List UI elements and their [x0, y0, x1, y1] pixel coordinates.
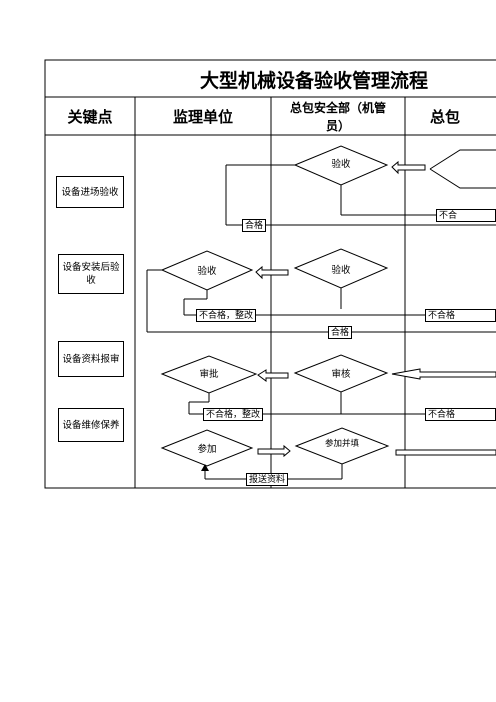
decision-diamond-sup-accept	[160, 250, 254, 291]
decision-diamond-sup-participate	[160, 429, 254, 467]
key-point-docs-box: 设备资料报审	[58, 341, 124, 377]
label-fail-right-2: 不合格	[425, 309, 496, 322]
hollow-arrow-right-to-gc-1	[391, 160, 426, 175]
gc-review-text: 审核	[331, 369, 351, 380]
label-fail-fix-2: 不合格，整改	[203, 408, 264, 421]
column-header-gc-other: 总包	[430, 108, 461, 126]
gc-accept-top-text: 验收	[331, 159, 351, 170]
label-submit-docs: 报送资料	[246, 473, 289, 486]
decision-diamond-sup-approve	[160, 355, 258, 394]
decision-diamond-gc-participate	[294, 427, 390, 465]
key-point-maintain-box: 设备维修保养	[58, 408, 124, 442]
table-frame	[44, 59, 496, 489]
hollow-arrow-sup-to-gc	[257, 444, 291, 458]
label-pass-1: 合格	[242, 219, 267, 232]
sup-participate-text: 参加	[197, 444, 217, 455]
hollow-arrow-right-to-gc-2	[391, 368, 496, 380]
label-fail-right-3: 不合格	[425, 408, 496, 421]
label-fail-top-right: 不合	[436, 209, 496, 222]
page-title: 大型机械设备验收管理流程	[200, 70, 429, 92]
gc-accept-mid-text: 验收	[331, 265, 351, 276]
column-header-gc-safety-line2: 员）	[325, 119, 350, 133]
arrowhead-up-icon	[201, 464, 209, 471]
gc-participate-fill-text: 参加并填	[324, 439, 359, 449]
decision-diamond-gc-accept-mid	[293, 248, 389, 289]
decision-diamond-gc-review	[293, 354, 389, 393]
sup-accept-text: 验收	[197, 266, 217, 277]
column-header-key-points: 关键点	[67, 108, 113, 126]
column-header-gc-safety-line1: 总包安全部（机管	[289, 101, 386, 115]
decision-diamond-gc-accept-top	[293, 145, 389, 186]
column-header-supervisor: 监理单位	[172, 108, 233, 126]
key-point-install-box: 设备安装后验收	[58, 254, 124, 294]
label-pass-2: 合格	[328, 326, 353, 339]
hollow-arrow-right-3	[395, 449, 496, 456]
label-fail-fix-1: 不合格，整改	[196, 309, 257, 322]
hollow-arrow-gc-to-sup	[255, 265, 289, 280]
hollow-arrow-gc-to-sup-2	[257, 369, 289, 382]
decision-diamond-partial-right-1	[429, 149, 496, 189]
sup-approve-text: 审批	[199, 369, 219, 380]
key-point-entry-box: 设备进场验收	[56, 176, 124, 208]
